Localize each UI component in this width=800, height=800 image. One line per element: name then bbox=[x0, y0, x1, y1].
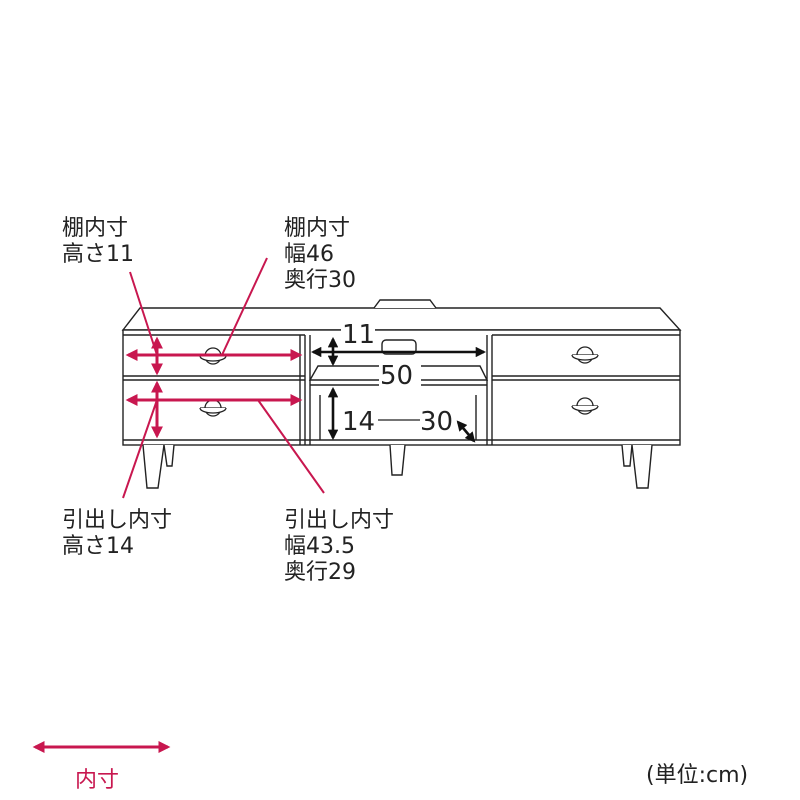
cabinet-legs bbox=[142, 444, 653, 489]
legend-label: 内寸 bbox=[75, 768, 120, 793]
callout-title: 棚内寸 bbox=[284, 216, 351, 241]
lower-depth-arrow bbox=[456, 420, 476, 443]
dim-center-width: 50 bbox=[380, 361, 413, 391]
callout-width: 幅43.5 bbox=[284, 534, 355, 559]
callout-value: 高さ11 bbox=[62, 242, 134, 267]
unit-label: (単位:cm) bbox=[646, 763, 749, 788]
callout-value: 高さ14 bbox=[62, 534, 134, 559]
dim-upper-height: 11 bbox=[342, 320, 375, 350]
callout-title: 引出し内寸 bbox=[284, 508, 395, 533]
leader-lines bbox=[122, 257, 325, 499]
drawer-width-depth-callout: 引出し内寸 幅43.5 奥行29 bbox=[284, 508, 394, 586]
dim-lower-height: 14 bbox=[342, 407, 375, 437]
drawer-height-callout: 引出し内寸 高さ14 bbox=[62, 508, 172, 560]
callout-depth: 奥行30 bbox=[284, 268, 356, 293]
outer-dimension-arrows bbox=[310, 336, 487, 443]
callout-title: 引出し内寸 bbox=[62, 508, 173, 533]
shelf-width-depth-callout: 棚内寸 幅46 奥行30 bbox=[284, 216, 356, 294]
callout-title: 棚内寸 bbox=[62, 216, 129, 241]
callout-width: 幅46 bbox=[284, 242, 334, 267]
callout-depth: 奥行29 bbox=[284, 560, 356, 585]
shelf-height-callout: 棚内寸 高さ11 bbox=[62, 216, 134, 268]
handle-icon bbox=[571, 397, 599, 415]
handle-icon bbox=[571, 346, 599, 364]
dim-lower-depth: 30 bbox=[420, 407, 453, 437]
